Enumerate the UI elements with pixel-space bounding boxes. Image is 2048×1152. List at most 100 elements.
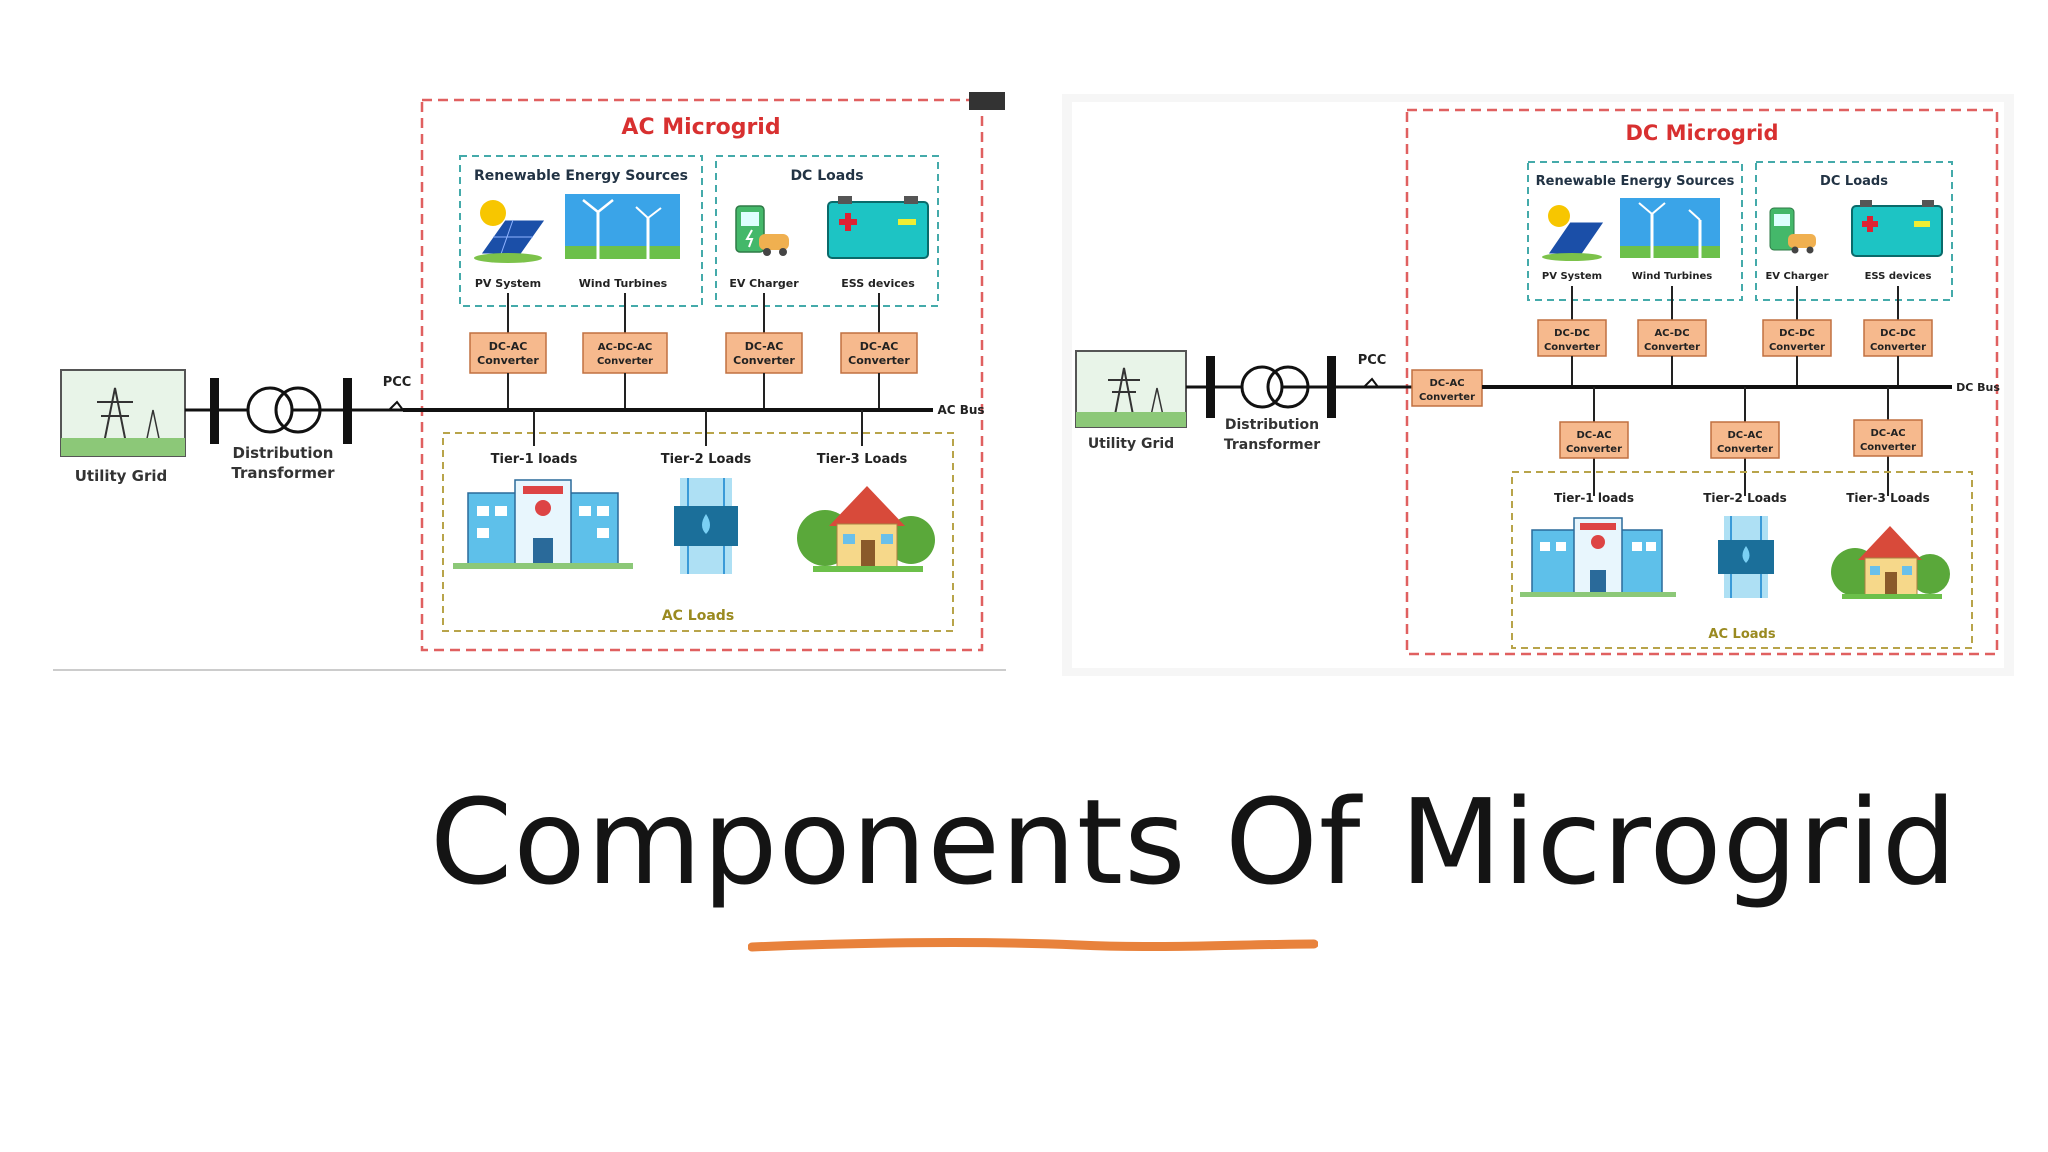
dc-converter-to-bus-wires [1571, 356, 1899, 387]
hospital-icon [1520, 517, 1676, 597]
pcc-label: PCC [383, 375, 412, 390]
dc-loads-group [1511, 471, 1973, 649]
pv-system-icon [474, 200, 546, 263]
dc-load-label: Tier-2 Loads [1703, 491, 1787, 505]
ac-load-wires [533, 410, 863, 446]
dc-source-label: ESS devices [1865, 271, 1932, 282]
house-icon [797, 486, 935, 572]
ac-source-label: Wind Turbines [579, 277, 668, 290]
dc-source-label: Wind Turbines [1632, 271, 1712, 282]
grid-breaker [1327, 356, 1336, 418]
grid-breaker [210, 378, 219, 444]
ac-dc-loads-label: DC Loads [790, 168, 863, 184]
pv-system-icon [1542, 205, 1605, 261]
dc-diagram-svg: DC Microgrid Renewable Energy Sources DC… [1072, 102, 2004, 668]
ess-battery-icon [1851, 200, 1943, 257]
dc-dc-loads-group [1755, 161, 1953, 301]
transformer-coil-icon [1240, 365, 1284, 409]
ac-source-wires [507, 293, 880, 333]
dc-microgrid-boundary [1405, 108, 1999, 656]
utility-grid-label: Utility Grid [1088, 436, 1174, 452]
dc-res-group-label: Renewable Energy Sources [1536, 174, 1735, 189]
utility-grid-label: Utility Grid [75, 467, 168, 485]
ac-microgrid-diagram: AC Microgrid Renewable Energy Sources DC… [53, 88, 1006, 668]
ac-load-label: Tier-1 loads [491, 452, 578, 467]
grid-breaker [343, 378, 352, 444]
transformer-label: Transformer [1224, 437, 1320, 453]
title-underline-stroke [748, 938, 1318, 952]
corner-tab [969, 92, 1005, 110]
ev-charger-icon [1769, 207, 1816, 254]
ac-dc-loads-group [715, 155, 939, 307]
dc-source-label: PV System [1542, 271, 1602, 282]
ac-source-label: ESS devices [841, 277, 915, 290]
dc-load-label: Tier-1 loads [1554, 491, 1634, 505]
transformer-coil-icon [274, 386, 322, 434]
ac-load-label: Tier-2 Loads [661, 452, 752, 467]
underline-path [748, 938, 1318, 952]
ac-loads-group [442, 432, 954, 632]
transformer-coil-icon [1266, 365, 1310, 409]
pcc-label: PCC [1358, 353, 1387, 368]
ess-battery-icon [827, 196, 929, 259]
transformer-coil-icon [246, 386, 294, 434]
slide-title: Components Of Microgrid [430, 773, 1958, 911]
wind-turbines-icon [565, 194, 680, 259]
dc-microgrid-diagram: DC Microgrid Renewable Energy Sources DC… [1062, 94, 2014, 676]
dc-source-wires [1571, 286, 1899, 320]
ac-res-group [459, 155, 703, 307]
utility-grid-icon [1075, 350, 1187, 428]
ac-converter-to-bus-wires [507, 373, 880, 410]
dc-load-label: Tier-3 Loads [1846, 491, 1930, 505]
cooling-unit-icon [674, 478, 738, 574]
ev-charger-icon [735, 205, 789, 256]
dc-loads-group-label: AC Loads [1708, 627, 1775, 642]
ac-bus-label: AC Bus [937, 403, 984, 417]
pcc-switch-icon [388, 400, 404, 411]
dc-microgrid-title: DC Microgrid [1625, 121, 1778, 145]
pcc-switch-icon [1363, 377, 1379, 388]
transformer-label: Transformer [231, 464, 335, 482]
grid-breaker [1206, 356, 1215, 418]
hospital-icon [453, 479, 633, 569]
ac-source-label: EV Charger [729, 277, 799, 290]
dc-dc-loads-label: DC Loads [1820, 174, 1888, 189]
ac-res-group-label: Renewable Energy Sources [474, 168, 688, 184]
ac-load-label: Tier-3 Loads [817, 452, 908, 467]
ac-loads-group-label: AC Loads [662, 608, 734, 624]
ac-microgrid-boundary [420, 98, 984, 652]
ac-microgrid-title: AC Microgrid [621, 115, 780, 140]
dc-source-label: EV Charger [1765, 271, 1828, 282]
dc-load-converter-wires [1593, 387, 1889, 496]
dc-res-group [1527, 161, 1743, 301]
transformer-label: Distribution [1225, 417, 1319, 433]
ac-diagram-svg: AC Microgrid Renewable Energy Sources DC… [60, 92, 1005, 652]
image-bottom-rule [53, 669, 1006, 671]
utility-grid-icon [60, 369, 186, 457]
wind-turbines-icon [1620, 198, 1720, 258]
